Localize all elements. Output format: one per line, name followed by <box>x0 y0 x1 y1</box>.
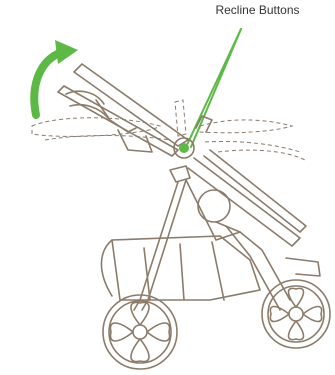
chassis <box>101 166 320 310</box>
seat-frame <box>58 64 306 246</box>
curved-recline-arrow-icon <box>34 40 78 115</box>
rear-wheel <box>262 280 330 348</box>
front-wheel <box>103 295 177 369</box>
recline-button-dot-icon <box>179 143 189 153</box>
recline-positions-dashed <box>32 100 305 160</box>
callout-leader-lines <box>186 29 241 147</box>
